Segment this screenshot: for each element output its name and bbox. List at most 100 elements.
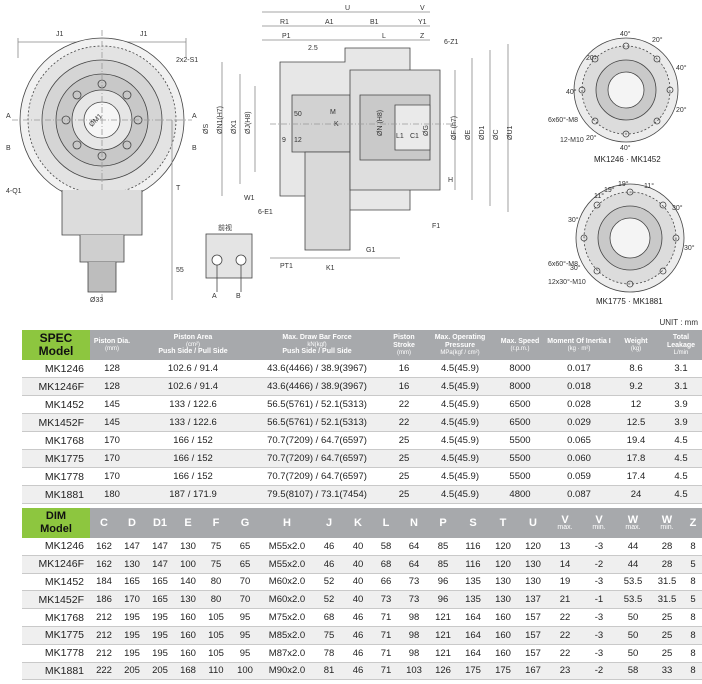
dim-cell: 126 [428, 662, 458, 681]
dim-cell: 95 [230, 644, 260, 663]
drawing-label: 9 [282, 137, 286, 144]
dim-cell: 105 [202, 626, 230, 645]
drawing-label: 11° [644, 182, 654, 190]
drawing-label: ØU1 [507, 126, 514, 141]
dim-cell: M85x2.0 [260, 626, 314, 645]
header-k: K [344, 508, 372, 538]
dim-cell: 13 [548, 538, 582, 556]
dim-cell: 25 [650, 608, 684, 627]
spec-cell: 170 [90, 449, 134, 468]
flange-view-mk1246 [573, 37, 679, 143]
drawing-label: A [192, 113, 197, 120]
header-h: H [260, 508, 314, 538]
dim-cell: 160 [488, 626, 518, 645]
dim-cell: 130 [118, 555, 146, 574]
dim-cell: -1 [582, 590, 616, 610]
drawing-label: G1 [366, 247, 375, 254]
dim-cell: 147 [146, 555, 174, 574]
dim-cell: 130 [518, 573, 548, 592]
dim-cell: 110 [202, 662, 230, 681]
dim-cell: 73 [400, 590, 428, 610]
drawing-label: 20° [586, 54, 597, 62]
dim-cell: 165 [146, 573, 174, 592]
drawing-label: MK1775 · MK1881 [596, 297, 663, 306]
spec-cell: 70.7(7209) / 64.7(6597) [252, 431, 382, 450]
dim-cell: 121 [428, 644, 458, 663]
header-max-speed: Max. Speed(r.p.m.) [494, 330, 546, 360]
drawing-label: 40° [566, 88, 577, 96]
dim-cell: 78 [314, 644, 344, 663]
drawing-label: 30° [684, 244, 695, 252]
model-cell: MK1452F [22, 590, 90, 610]
spec-cell: 102.6 / 91.4 [134, 360, 252, 378]
dim-cell: 195 [118, 644, 146, 663]
dim-cell: M90x2.0 [260, 662, 314, 681]
spec-cell: 0.028 [546, 395, 612, 414]
spec-cell: 3.9 [660, 395, 702, 414]
dim-cell: 186 [90, 590, 118, 610]
drawing-label: 55 [176, 267, 184, 274]
spec-cell: 8000 [494, 377, 546, 396]
header-u: U [518, 508, 548, 538]
drawing-label: A [6, 113, 11, 120]
header-z: Z [684, 508, 702, 538]
dim-cell: 46 [344, 608, 372, 627]
spec-cell: 145 [90, 413, 134, 432]
dim-cell: 40 [344, 573, 372, 592]
dim-cell: 130 [488, 590, 518, 610]
dim-cell: 31.5 [650, 590, 684, 610]
drawing-label: H [448, 177, 453, 184]
header-d: D [118, 508, 146, 538]
header-j: J [314, 508, 344, 538]
spec-cell: 0.018 [546, 377, 612, 396]
drawing-label: J1 [140, 31, 148, 38]
header-piston-stroke: Piston Stroke(mm) [382, 330, 426, 360]
spec-cell: 4.5(45.9) [426, 413, 494, 432]
dim-cell: 8 [684, 608, 702, 627]
spec-cell: 4800 [494, 485, 546, 504]
technical-drawing: J1 J1 2x2-S1 ØM1 A B A B 4-Q1 T 55 Ø33 前… [0, 0, 702, 316]
drawing-label: 20° [586, 134, 597, 142]
detail-view [205, 233, 253, 292]
dim-cell: 160 [488, 608, 518, 627]
dim-cell: 121 [428, 608, 458, 627]
drawing-label: Z [420, 33, 425, 40]
dim-cell: 65 [230, 555, 260, 574]
front-view [12, 30, 192, 300]
model-cell: MK1246F [22, 555, 90, 574]
unit-label: UNIT : mm [659, 318, 698, 327]
dim-cell: 85 [428, 555, 458, 574]
spec-cell: 43.6(4466) / 38.9(3967) [252, 377, 382, 396]
spec-cell: 133 / 122.6 [134, 413, 252, 432]
drawing-label: 前视 [218, 223, 232, 232]
dim-cell: 50 [616, 608, 650, 627]
dim-cell: 8 [684, 644, 702, 663]
model-cell: MK1246 [22, 538, 90, 556]
drawing-label: B [236, 293, 241, 300]
dim-cell: 21 [548, 590, 582, 610]
header-d1: D1 [146, 508, 174, 538]
dim-cell: 70 [230, 573, 260, 592]
drawing-label: A [212, 293, 217, 300]
dim-cell: 195 [118, 608, 146, 627]
spec-cell: 0.029 [546, 413, 612, 432]
dim-cell: 137 [518, 590, 548, 610]
header-e: E [174, 508, 202, 538]
dim-cell: 165 [146, 590, 174, 610]
dim-cell: 40 [344, 590, 372, 610]
dim-cell: 105 [202, 608, 230, 627]
drawing-label: ØF (h7) [451, 116, 458, 140]
drawing-label: W1 [244, 195, 255, 202]
drawing-label: MK1246 · MK1452 [594, 155, 661, 164]
spec-cell: 0.059 [546, 467, 612, 486]
dim-cell: 22 [548, 626, 582, 645]
dim-cell: 68 [314, 608, 344, 627]
header-n: N [400, 508, 428, 538]
dim-cell: 71 [372, 608, 400, 627]
dim-cell: 100 [230, 662, 260, 681]
